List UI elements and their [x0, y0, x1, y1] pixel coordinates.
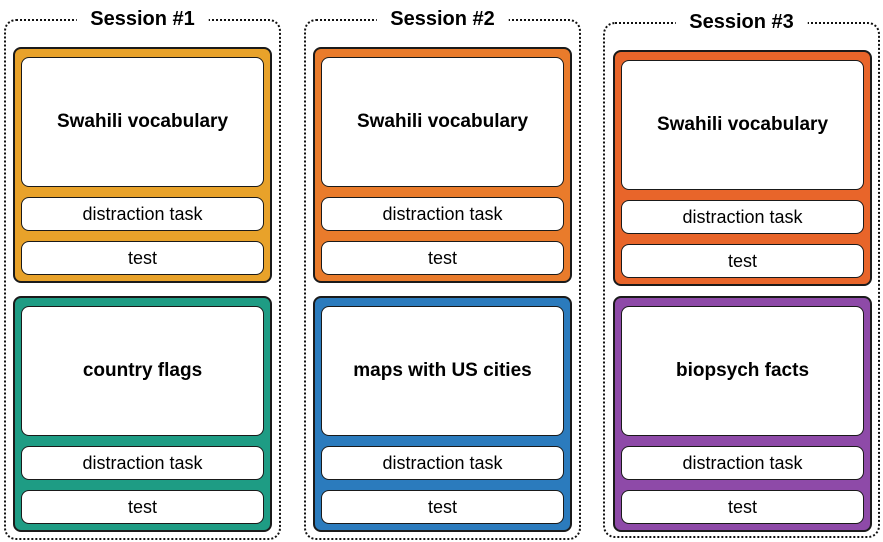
session-1-title: Session #1 — [76, 6, 209, 32]
session-3-title: Session #3 — [675, 9, 808, 35]
session-2-block-1-test: test — [321, 241, 564, 275]
session-2-panel: Session #2 — [304, 6, 581, 540]
session-2-block-2-test: test — [321, 490, 564, 524]
session-3-block-1: Swahili vocabulary distraction task test — [613, 50, 872, 286]
session-1-block-1-test: test — [21, 241, 264, 275]
session-3-block-2-distraction: distraction task — [621, 446, 864, 480]
session-3-block-2: biopsych facts distraction task test — [613, 296, 872, 532]
session-2-block-2-learn: maps with US cities — [321, 306, 564, 436]
session-1-block-2-learn: country flags — [21, 306, 264, 436]
session-2-block-1-learn: Swahili vocabulary — [321, 57, 564, 187]
session-1-block-1-distraction: distraction task — [21, 197, 264, 231]
session-3-block-2-test: test — [621, 490, 864, 524]
session-3-panel: Session #3 — [603, 9, 880, 538]
session-3-block-2-learn: biopsych facts — [621, 306, 864, 436]
session-2-title: Session #2 — [376, 6, 509, 32]
session-2-block-1: Swahili vocabulary distraction task test — [313, 47, 572, 283]
session-2-block-1-distraction: distraction task — [321, 197, 564, 231]
session-1-block-1-learn: Swahili vocabulary — [21, 57, 264, 187]
session-2-block-2-distraction: distraction task — [321, 446, 564, 480]
session-3-block-1-distraction: distraction task — [621, 200, 864, 234]
session-2-block-2: maps with US cities distraction task tes… — [313, 296, 572, 532]
session-1-block-1: Swahili vocabulary distraction task test — [13, 47, 272, 283]
session-1-panel: Session #1 — [4, 6, 281, 540]
session-1-block-2-test: test — [21, 490, 264, 524]
session-3-block-1-test: test — [621, 244, 864, 278]
session-3-block-1-learn: Swahili vocabulary — [621, 60, 864, 190]
session-1-block-2-distraction: distraction task — [21, 446, 264, 480]
session-1-block-2: country flags distraction task test — [13, 296, 272, 532]
